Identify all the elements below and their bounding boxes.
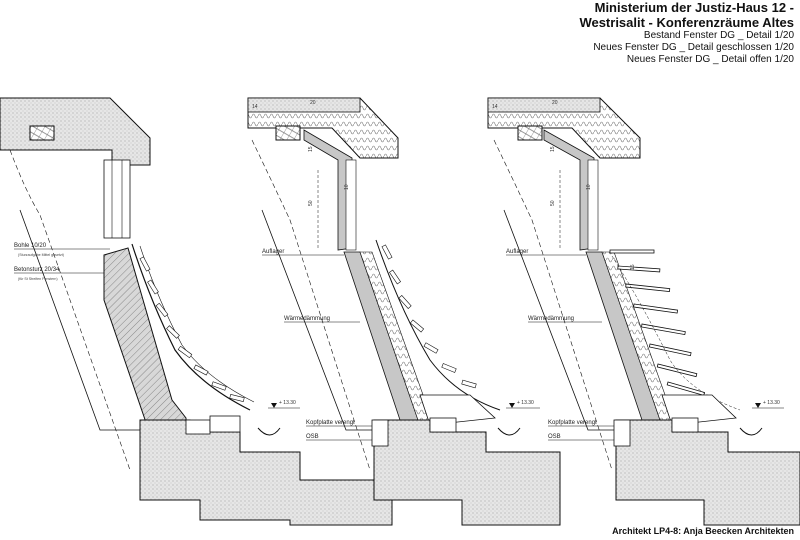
roof-slab-3 (487, 97, 641, 159)
title-line-2: Westrisalit - Konferenzräume Altes (579, 15, 794, 30)
dim-20-d3: 20 (552, 100, 558, 106)
dim-14-d3: 14 (492, 104, 498, 110)
sloped-wall-1 (103, 247, 187, 441)
label-bohle-sub: (Sturzaufgabe Mittel gesetzt) (18, 253, 64, 257)
label-kopfplatte-d2: Kopfplatte verengt (306, 420, 355, 426)
beam-3 (517, 125, 543, 141)
base-masonry-1 (139, 419, 393, 526)
subtitle-3: Neues Fenster DG _ Detail offen 1/20 (626, 54, 794, 65)
dim-50-d2: 50 (308, 200, 314, 206)
roof-tiles-1 (131, 243, 251, 411)
beam-1 (29, 125, 55, 141)
label-waermedaemmung-d2: Wärmedämmung (284, 316, 330, 322)
dim-15b-d3: 15 (630, 264, 636, 270)
title-block: Ministerium der Justiz-Haus 12 - Westris… (579, 0, 794, 66)
base-masonry-3 (615, 419, 800, 526)
new-window-2 (303, 129, 353, 251)
label-bohle: Bohle 10/20 (14, 243, 47, 249)
level-label-2: + 13.30 (517, 400, 534, 406)
label-osb-d3: OSB (548, 434, 561, 440)
level-label-3: + 13.30 (763, 400, 780, 406)
subtitle-1: Bestand Fenster DG _ Detail 1/20 (643, 30, 794, 41)
base-masonry-2 (373, 419, 561, 526)
roof-slab-1 (0, 97, 151, 166)
label-osb-d2: OSB (306, 434, 319, 440)
detail-existing: + 13.30 Bohle 10/20 (Sturzaufgabe Mittel… (0, 97, 393, 526)
level-label-1: + 13.30 (279, 400, 296, 406)
architect-credit: Architekt LP4-8: Anja Beecken Architekte… (612, 526, 794, 536)
dim-10-d2: 10 (344, 184, 350, 190)
dim-20-d2: 20 (310, 100, 316, 106)
label-betonsturz: Betonsturz 20/34 (14, 267, 60, 273)
label-auflager-d3: Auflager (506, 249, 528, 255)
open-louvres (609, 249, 706, 396)
roof-slab-2 (247, 97, 399, 159)
label-auflager-d2: Auflager (262, 249, 284, 255)
label-waermedaemmung-d3: Wärmedämmung (528, 316, 574, 322)
title-line-1: Ministerium der Justiz-Haus 12 - (594, 0, 794, 15)
dim-15-d3: 15 (550, 146, 556, 152)
label-betonsturz-sub: (für St Streifen Fenstern) (18, 277, 58, 281)
detail-open: 14 20 50 15 10 15 + 13.30 (487, 97, 800, 526)
label-kopfplatte-d3: Kopfplatte verengt (548, 420, 597, 426)
detail-closed: 14 20 50 15 10 (247, 97, 561, 526)
beam-2 (275, 125, 301, 141)
new-window-3 (543, 129, 595, 251)
window-frame-1 (103, 159, 131, 239)
dim-15-d2: 15 (308, 146, 314, 152)
dim-10-d3: 10 (586, 184, 592, 190)
subtitle-2: Neues Fenster DG _ Detail geschlossen 1/… (593, 42, 794, 53)
dim-14-d2: 14 (252, 104, 258, 110)
dim-50-d3: 50 (550, 200, 556, 206)
